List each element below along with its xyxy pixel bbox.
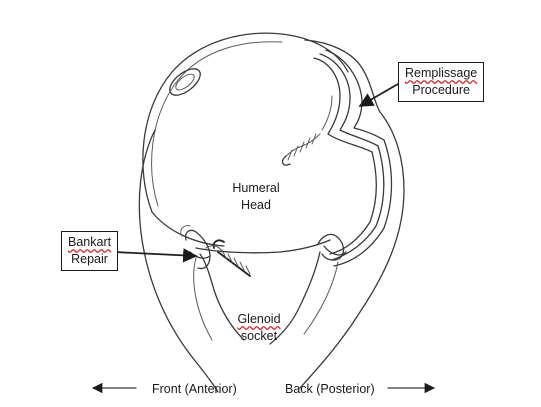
glenoid-socket-label-line2: socket [240,329,278,343]
bankart-suture-anchor [205,239,251,277]
back-posterior-label: Back (Posterior) [285,382,375,396]
remplissage-pointer [358,83,399,107]
bankart-callout: Bankart Repair [61,231,119,271]
front-anterior-label: Front (Anterior) [152,382,237,396]
bankart-callout-line1: Bankart [68,235,112,249]
bankart-pointer [113,248,198,263]
remplissage-callout-line2: Procedure [412,83,470,97]
humeral-head-outline [142,32,349,247]
glenoid-socket-label: Glenoid socket [226,311,292,345]
bankart-callout-line2: Repair [71,252,108,266]
remplissage-suture [281,133,321,166]
outer-scapula-outline [138,39,405,393]
glenoid-socket-label-line1: Glenoid [237,312,281,326]
humeral-head-label: Humeral Head [226,180,286,214]
posterior-capsule-lines [313,49,393,267]
humeral-head-label-line2: Head [241,198,271,212]
remplissage-callout-line1: Remplissage [405,66,478,80]
remplissage-callout: Remplissage Procedure [398,62,485,102]
posterior-labrum [317,233,345,261]
glenoid-socket-outline [193,239,347,345]
humeral-head-label-line1: Humeral [232,181,280,195]
greater-tuberosity-oval [169,68,201,96]
humeral-head-defect [321,95,333,131]
